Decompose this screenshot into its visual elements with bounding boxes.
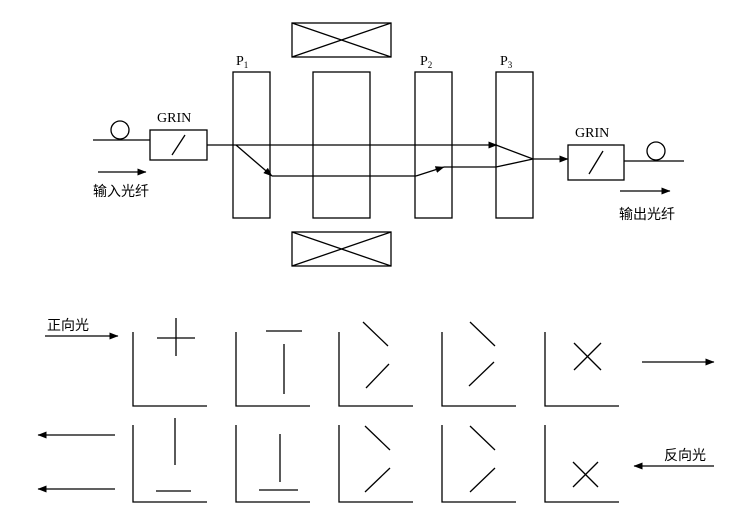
p3-label: P3 [500, 54, 513, 70]
state-r1-c4-lower-diag [468, 361, 495, 387]
beam-converge-lower [495, 158, 534, 168]
state-r2-c5-cross-2 [572, 461, 599, 488]
state-r2-c4-upper-diag [469, 425, 496, 451]
axes-r1-c2 [235, 332, 310, 407]
axes-r1-c1 [132, 332, 207, 407]
state-r2-c4-lower-diag [469, 467, 496, 493]
grin-lens-right [567, 144, 625, 181]
input-fiber-label: 输入光纤 [93, 184, 149, 200]
output-fiber-label: 输出光纤 [619, 207, 675, 223]
grin-right-label: GRIN [575, 126, 609, 141]
magnet-top [291, 22, 392, 58]
state-r2-c3-lower-diag [364, 467, 391, 493]
state-r1-c5-cross-2 [573, 342, 602, 371]
state-r1-c3-upper-diag [362, 321, 389, 347]
output-fiber-coil-icon [646, 141, 666, 161]
grin-lens-right-slash [588, 150, 604, 175]
beam-diverge [235, 144, 273, 177]
p2-label: P2 [420, 54, 432, 70]
axes-r2-c2 [235, 425, 310, 503]
axes-r2-c3 [338, 425, 413, 503]
axes-r1-c4 [441, 332, 516, 407]
magnet-top-cross-2 [291, 22, 392, 58]
beam-lower-rise [415, 166, 445, 177]
grin-left-label: GRIN [157, 111, 191, 126]
forward-light-label: 正向光 [47, 318, 89, 334]
axes-r2-c5 [544, 425, 619, 503]
state-r1-c4-upper-diag [469, 321, 496, 347]
magnet-bottom [291, 231, 392, 267]
p1-label: P1 [236, 54, 248, 70]
state-r1-c3-lower-diag [365, 363, 390, 389]
axes-r1-c5 [544, 332, 619, 407]
axes-r1-c3 [338, 332, 413, 407]
polarizer-p3 [495, 71, 534, 219]
reverse-light-label: 反向光 [664, 448, 706, 464]
axes-r2-c4 [441, 425, 516, 503]
beam-converge [495, 144, 534, 160]
grin-lens-left-slash [171, 134, 186, 156]
axes-r2-c1 [132, 425, 207, 503]
state-r2-c3-upper-diag [364, 425, 391, 451]
input-fiber-coil-icon [110, 120, 130, 140]
magnet-bottom-cross-2 [291, 231, 392, 267]
